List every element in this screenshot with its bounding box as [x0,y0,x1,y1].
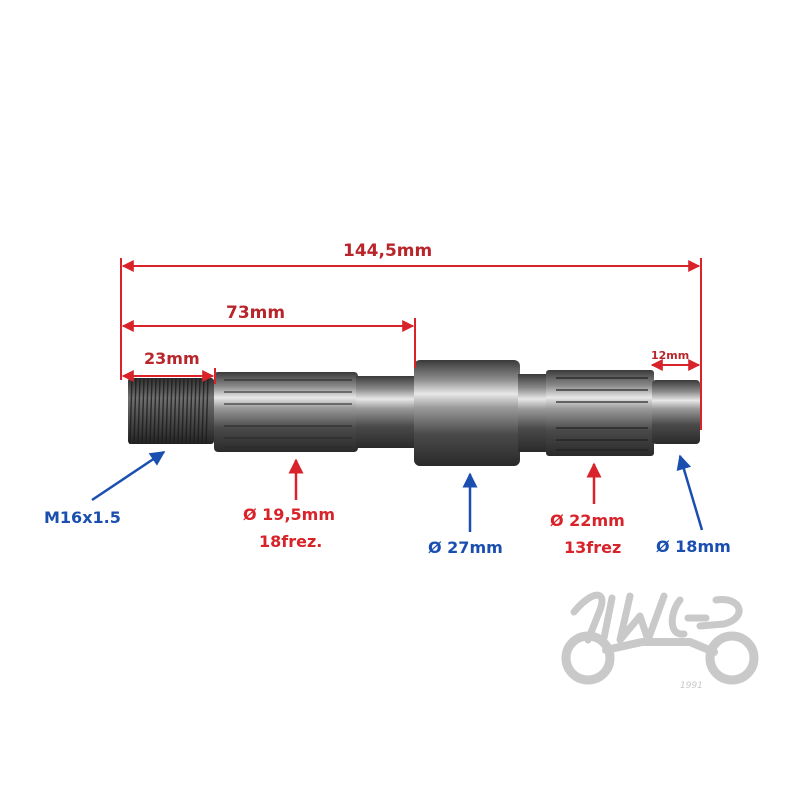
callout-thread: M16x1.5 [44,508,121,527]
dimension-thread-length: 23mm [144,349,200,368]
spline-grooves-1 [224,379,352,448]
spline-section-1 [214,372,358,452]
plain-end [652,380,700,444]
neck [518,374,550,452]
shaft [128,360,700,466]
callout-spline1-diameter: Ø 19,5mm [243,505,335,524]
logo-year: 1991 [680,681,703,691]
brand-logo: 1991 [561,591,759,691]
logo-script [570,591,743,644]
spline-section-2 [546,370,654,456]
dimension-lines [120,258,702,430]
dimension-end-length: 12mm [651,349,690,362]
thread-ridges [129,377,209,445]
arrow-thread [91,450,166,502]
logo-frame [602,638,718,656]
dimension-length-to-collar: 73mm [226,303,286,323]
callout-spline1-teeth: 18frez. [259,532,323,551]
plain-shaft [356,376,418,448]
logo-wheel-front [705,631,759,685]
callout-collar-diameter: Ø 27mm [428,538,503,557]
pointer-arrows [91,450,704,532]
callout-spline2-diameter: Ø 22mm [550,511,625,530]
callout-spline2-teeth: 13frez [564,538,622,557]
arrow-end [676,454,704,531]
callout-end-diameter: Ø 18mm [656,537,731,556]
collar [414,360,520,466]
spline-grooves-2 [556,377,648,451]
dimension-total-length: 144,5mm [343,241,433,261]
